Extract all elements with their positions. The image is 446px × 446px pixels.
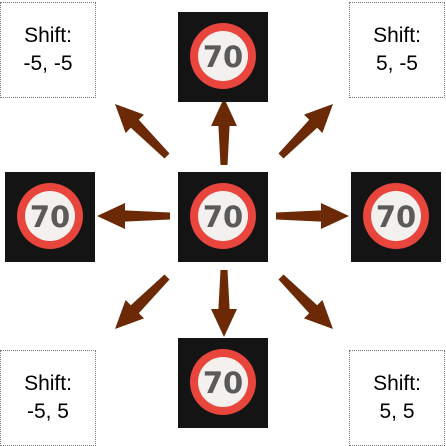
sign-tile-center: 70 — [178, 172, 268, 262]
shift-box-top-left: Shift: -5, -5 — [0, 2, 96, 98]
arrow-down-right-icon — [278, 274, 333, 329]
sign-face — [198, 357, 248, 407]
shift-box-bottom-left: Shift: -5, 5 — [0, 350, 96, 446]
sign-face — [25, 191, 75, 241]
speed-limit-sign-icon: 70 — [190, 23, 256, 89]
arrow-up-left-icon — [115, 104, 170, 159]
sign-face — [371, 191, 421, 241]
speed-limit-sign-icon: 70 — [17, 183, 83, 249]
sign-number: 70 — [203, 200, 243, 234]
sign-face — [198, 191, 248, 241]
shift-value-top-left: -5, -5 — [23, 52, 73, 75]
arrow-up-right-icon — [278, 104, 333, 159]
shift-value-bottom-left: -5, 5 — [26, 400, 69, 423]
shift-value-top-right: 5, -5 — [375, 52, 418, 75]
shift-box-bottom-right: Shift: 5, 5 — [349, 350, 445, 446]
sign-tile-bottom: 70 — [178, 338, 268, 428]
arrow-right-icon — [276, 203, 349, 229]
sign-tile-left: 70 — [5, 172, 95, 262]
arrow-left-icon — [97, 203, 170, 229]
shift-label: Shift: — [373, 24, 421, 47]
arrow-down-left-icon — [115, 274, 170, 329]
sign-face — [198, 31, 248, 81]
shift-label: Shift: — [24, 24, 72, 47]
sign-tile-top: 70 — [178, 12, 268, 102]
sign-number: 70 — [203, 366, 243, 400]
shift-label: Shift: — [24, 372, 72, 395]
arrow-up-icon — [211, 98, 237, 165]
speed-limit-sign-icon: 70 — [190, 183, 256, 249]
speed-limit-sign-icon: 70 — [190, 349, 256, 415]
arrow-down-icon — [211, 270, 237, 337]
sign-tile-right: 70 — [351, 172, 441, 262]
shift-box-top-right: Shift: 5, -5 — [349, 2, 445, 98]
speed-limit-sign-icon: 70 — [363, 183, 429, 249]
shift-label: Shift: — [373, 372, 421, 395]
sign-number: 70 — [203, 40, 243, 74]
shift-value-bottom-right: 5, 5 — [379, 400, 415, 423]
sign-number: 70 — [30, 200, 70, 234]
sign-number: 70 — [376, 200, 416, 234]
